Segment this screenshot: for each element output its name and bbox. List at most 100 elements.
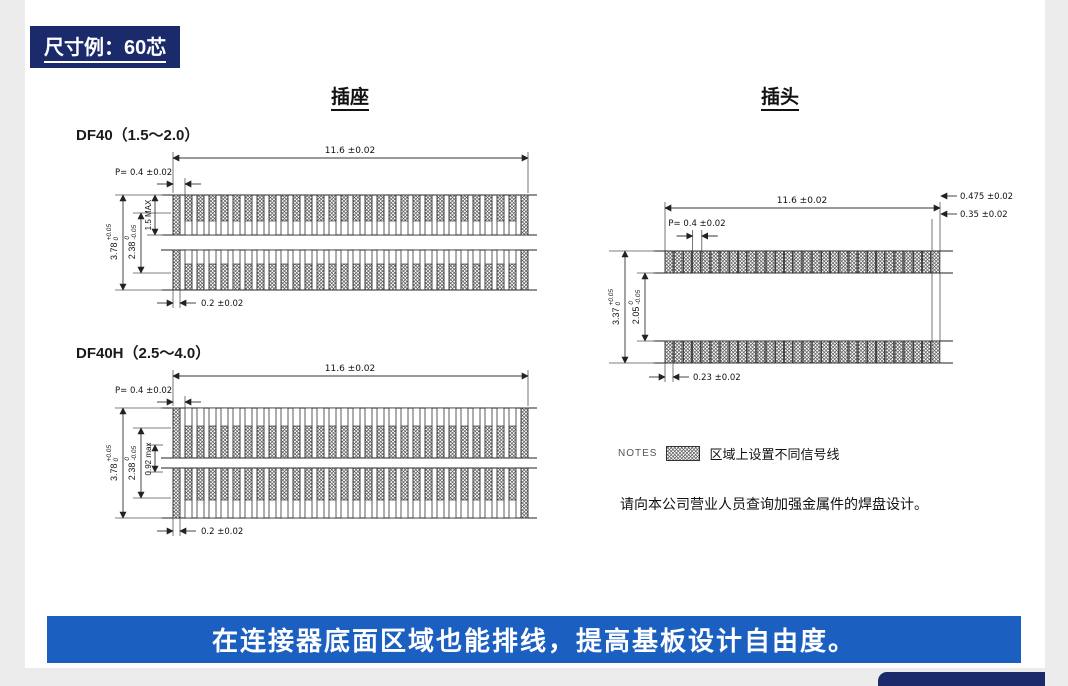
dim-width-label: 11.6 ±0.02 bbox=[777, 196, 827, 206]
dim-width-label: 11.6 ±0.02 bbox=[325, 146, 375, 156]
pin-hatch bbox=[793, 340, 803, 364]
pin-hatch bbox=[316, 425, 325, 459]
pin-hatch bbox=[765, 340, 775, 364]
pin-hatch bbox=[208, 467, 217, 501]
pin-hatch bbox=[256, 263, 265, 291]
corner-accent bbox=[878, 672, 1045, 686]
pin-hatch bbox=[765, 250, 775, 274]
pin-hatch bbox=[244, 467, 253, 501]
pin-hatch bbox=[811, 250, 821, 274]
pin-hatch bbox=[280, 194, 289, 222]
pin-hatch bbox=[352, 194, 361, 222]
notes-label: NOTES bbox=[618, 448, 658, 459]
pin-hatch bbox=[719, 340, 729, 364]
pin-hatch bbox=[172, 194, 181, 236]
dim-mid-label: 0.92 max bbox=[143, 442, 153, 476]
pin-hatch bbox=[388, 263, 397, 291]
pin-hatch bbox=[903, 250, 913, 274]
pin-hatch bbox=[876, 250, 885, 274]
pin-hatch bbox=[304, 194, 313, 222]
pin-hatch bbox=[268, 263, 277, 291]
pin-hatch bbox=[802, 340, 812, 364]
pin-hatch bbox=[729, 340, 738, 364]
pin-hatch bbox=[821, 250, 830, 274]
pin-hatch bbox=[692, 250, 701, 274]
pin-hatch bbox=[244, 425, 253, 459]
dim-end-pad-label: 0.475 ±0.02 bbox=[960, 192, 1013, 202]
pin-hatch bbox=[232, 467, 241, 501]
socket-column-heading: 插座 bbox=[270, 82, 430, 111]
socket-df40-svg: 11.6 ±0.02 P= 0.4 ±0.02 bbox=[115, 146, 537, 309]
pin-hatch bbox=[352, 263, 361, 291]
pin-hatch bbox=[508, 263, 517, 291]
dim-pad-label: 0.2 ±0.02 bbox=[201, 527, 243, 537]
pin-hatch bbox=[436, 263, 445, 291]
pin-hatch bbox=[747, 340, 757, 364]
pin-hatch bbox=[232, 263, 241, 291]
pin-hatch bbox=[520, 407, 529, 459]
pin-hatch bbox=[913, 250, 922, 274]
pin-hatch bbox=[508, 194, 517, 222]
pin-hatch bbox=[400, 194, 409, 222]
pin-hatch bbox=[508, 467, 517, 501]
pin-hatch bbox=[738, 250, 747, 274]
pin-hatch bbox=[931, 250, 941, 274]
pin-hatch bbox=[316, 467, 325, 501]
pin-hatch bbox=[400, 425, 409, 459]
pin-hatch bbox=[340, 194, 349, 222]
pin-hatch bbox=[839, 250, 849, 274]
pin-hatch bbox=[424, 194, 433, 222]
pin-hatch bbox=[280, 263, 289, 291]
dim-pad-label: 0.2 ±0.02 bbox=[201, 299, 243, 309]
pin-hatch bbox=[424, 425, 433, 459]
plug-drawing: 11.6 ±0.02 0.475 ±0.02 0.35 ±0.02 P= 0.4… bbox=[595, 186, 1025, 421]
pin-hatch bbox=[364, 194, 373, 222]
pin-hatch bbox=[220, 425, 229, 459]
pin-hatch bbox=[340, 425, 349, 459]
pin-hatch bbox=[448, 263, 457, 291]
dim-pitch-label: P= 0.4 ±0.02 bbox=[115, 168, 172, 178]
pin-hatch bbox=[184, 194, 193, 222]
pin-hatch bbox=[364, 467, 373, 501]
pin-hatch bbox=[316, 194, 325, 222]
pin-hatch bbox=[848, 340, 858, 364]
pin-hatch bbox=[376, 263, 385, 291]
pin-hatch bbox=[811, 340, 821, 364]
pin-hatch bbox=[903, 340, 913, 364]
pin-hatch bbox=[710, 250, 720, 274]
pin-hatch bbox=[931, 340, 941, 364]
pin-hatch bbox=[292, 467, 301, 501]
pin-hatch bbox=[232, 425, 241, 459]
pin-hatch bbox=[775, 340, 784, 364]
pin-hatch bbox=[340, 467, 349, 501]
pin-hatch bbox=[328, 425, 337, 459]
pin-hatch bbox=[830, 250, 839, 274]
dim-mid-label: 1.5 MAX bbox=[143, 199, 153, 231]
pin-hatch bbox=[328, 467, 337, 501]
pin-hatch bbox=[894, 250, 904, 274]
pin-hatch bbox=[184, 263, 193, 291]
pin-hatch bbox=[436, 194, 445, 222]
bottom-banner: 在连接器底面区域也能排线，提高基板设计自由度。 bbox=[47, 616, 1021, 663]
pin-hatch bbox=[280, 467, 289, 501]
pin-hatch bbox=[701, 250, 711, 274]
pin-hatch bbox=[340, 263, 349, 291]
pin-hatch bbox=[857, 250, 867, 274]
pin-hatch bbox=[729, 250, 738, 274]
slide-background bbox=[25, 0, 1045, 668]
pin-hatch bbox=[412, 467, 421, 501]
pin-hatch bbox=[316, 263, 325, 291]
df40-label: DF40（1.5～2.0） bbox=[76, 127, 200, 144]
pin-hatch bbox=[484, 425, 493, 459]
pin-hatch bbox=[232, 194, 241, 222]
pin-hatch bbox=[376, 194, 385, 222]
pin-hatch bbox=[388, 425, 397, 459]
pin-hatch bbox=[328, 194, 337, 222]
pin-hatch bbox=[710, 340, 720, 364]
pin-hatch bbox=[172, 467, 181, 519]
plug-svg: 11.6 ±0.02 0.475 ±0.02 0.35 ±0.02 P= 0.4… bbox=[609, 192, 1013, 383]
pin-hatch bbox=[220, 467, 229, 501]
pin-hatch bbox=[208, 194, 217, 222]
